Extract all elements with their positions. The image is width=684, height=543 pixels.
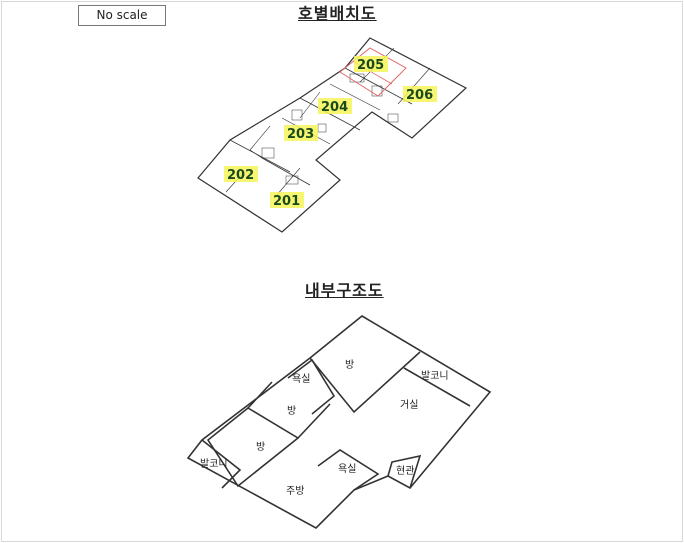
room-label: 발코니 [200, 458, 228, 470]
wall [206, 407, 299, 488]
interior-plan [186, 315, 492, 529]
room-label: 방 [287, 405, 296, 417]
room-label: 방 [345, 359, 354, 371]
room-label: 주방 [286, 485, 304, 497]
wall [287, 358, 336, 415]
wall [309, 351, 421, 414]
unit-highlight [224, 166, 258, 182]
outer-wall [186, 315, 492, 529]
room-label: 욕실 [292, 373, 310, 385]
building-plan [197, 37, 468, 233]
unit-labels: 205 206 204 203 202 201 [224, 56, 437, 209]
unit-label-201: 201 [273, 194, 300, 209]
unit-label-203: 203 [287, 127, 314, 142]
wall [387, 454, 422, 489]
building-outline [197, 37, 468, 233]
unit-label-204: 204 [321, 100, 348, 115]
room-label: 발코니 [421, 370, 449, 382]
unit-highlight [354, 56, 388, 72]
unit-highlight [270, 192, 304, 208]
room-label: 욕실 [338, 463, 356, 475]
unit-label-206: 206 [406, 88, 433, 103]
unit-label-205: 205 [357, 58, 384, 73]
wall [246, 381, 331, 440]
room-labels: 방 욕실 발코니 방 거실 방 발코니 욕실 현관 주방 [200, 359, 449, 497]
room-label: 방 [256, 441, 265, 453]
wall [403, 367, 471, 407]
wall [201, 439, 242, 489]
room-label: 거실 [400, 399, 418, 411]
unit-highlight [284, 125, 318, 141]
interior-title: 내부구조도 [305, 281, 384, 300]
layout-title: 호별배치도 [298, 4, 377, 23]
unit-highlight [403, 86, 437, 102]
unit-label-202: 202 [227, 168, 254, 183]
wall [317, 449, 380, 491]
scale-note: No scale [78, 5, 166, 26]
unit-highlight [318, 98, 352, 114]
room-label: 현관 [396, 465, 414, 477]
